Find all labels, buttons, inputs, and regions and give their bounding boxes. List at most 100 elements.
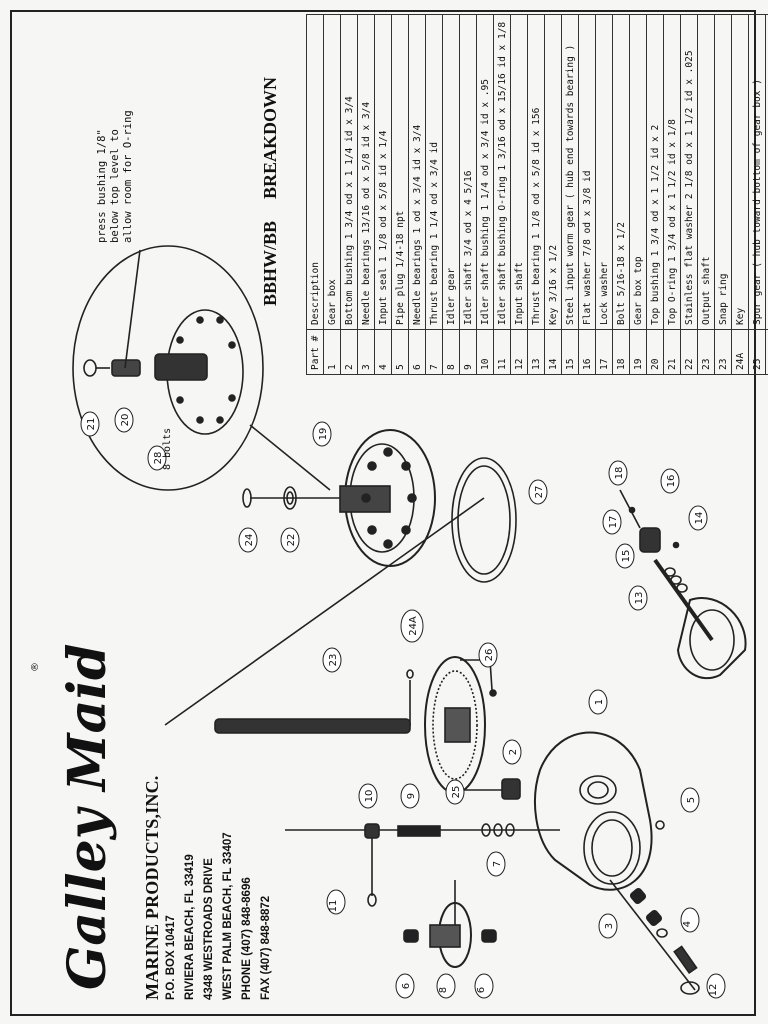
part-number-cell: 14 [544,329,562,375]
description-cell: Lock washer [595,14,613,330]
title-heading: BREAKDOWN [260,76,280,199]
callout-17: 17 [602,509,622,535]
svg-text:23: 23 [328,654,339,667]
assembly-note: press bushing 1/8" below top level to al… [96,110,134,243]
part-number-cell: 23 [714,329,732,375]
description-cell: Top O-ring 1 3/4 od x 1 1/2 id x 1/8 [663,14,681,330]
svg-text:26: 26 [484,649,495,662]
description-cell: Idler shaft bushing O-ring 1 3/16 od x 1… [493,14,511,330]
callout-8: 8 [436,973,456,999]
description-cell: Flat washer 7/8 od x 3/8 id [578,14,596,330]
part-number-cell: 22 [680,329,698,375]
callout-24A: 24A [400,609,424,643]
callout-19: 19 [312,421,332,447]
address-line: P.O. BOX 10417 [165,915,177,1000]
callout-4: 4 [680,907,700,933]
svg-text:9: 9 [406,793,417,799]
svg-text:28: 28 [153,452,164,465]
callout-26: 26 [478,642,498,668]
svg-text:7: 7 [492,861,503,867]
callout-6-left: 6 [395,973,415,999]
callout-27: 27 [528,479,548,505]
svg-text:17: 17 [608,516,619,529]
part-number-cell: 9 [459,329,477,375]
description-cell: Thrust bearing 1 1/8 od x 5/8 id x 156 [527,14,545,330]
part-number-cell: 7 [425,329,443,375]
svg-text:24A: 24A [408,616,419,636]
callout-22: 22 [280,527,300,553]
description-cell: Needle bearings 13/16 od x 5/8 id x 3/4 [357,14,375,330]
svg-text:11: 11 [328,900,339,913]
address-line: WEST PALM BEACH, FL 33407 [222,832,234,1000]
callout-18: 18 [608,460,628,486]
page-border [10,10,756,1016]
svg-text:1: 1 [594,699,605,705]
description-cell: Bolt 5/16-18 x 1/2 [612,14,630,330]
part-number-cell: 20 [646,329,664,375]
svg-text:22: 22 [286,534,297,547]
part-number-cell: 2 [340,329,358,375]
part-number-cell: 13 [527,329,545,375]
part-number-cell: 15 [561,329,579,375]
svg-text:13: 13 [634,592,645,605]
svg-text:21: 21 [86,418,97,431]
part-number-cell: 8 [442,329,460,375]
part-number-cell: 23 [697,329,715,375]
model-code: BBHW/BB [260,220,280,306]
part-number-cell: 3 [357,329,375,375]
part-number-cell: 11 [493,329,511,375]
description-cell: Gear box top [629,14,647,330]
description-cell: Output shaft [697,14,715,330]
description-cell: Pipe plug 1/4-18 npt [391,14,409,330]
description-cell: Gear box [323,14,341,330]
callout-15: 15 [615,543,635,569]
part-number-cell: 17 [595,329,613,375]
address-line: FAX (407) 848-8872 [260,895,272,1000]
address-line: PHONE (407) 848-8696 [241,877,253,1000]
part-number-cell: 6 [408,329,426,375]
svg-text:14: 14 [694,512,705,525]
part-number-cell: 5 [391,329,409,375]
part-number-cell: 10 [476,329,494,375]
svg-text:5: 5 [686,797,697,803]
part-number-cell: 18 [612,329,630,375]
table-header-row: Part # Description [306,14,324,375]
description-cell: Idler gear [442,14,460,330]
svg-text:8: 8 [438,987,449,993]
svg-text:18: 18 [614,467,625,480]
description-cell: Bottom bushing 1 3/4 od x 1 1/4 id x 3/4 [340,14,358,330]
bolts-label: 8 bolts [162,428,173,470]
callout-12: 12 [706,973,726,999]
description-cell: Key 3/16 x 1/2 [544,14,562,330]
galley-maid-logo: Galley Maid ® [30,644,118,990]
svg-text:4: 4 [682,921,693,927]
svg-text:2: 2 [508,749,519,755]
callout-5: 5 [680,787,700,813]
svg-text:3: 3 [604,923,615,929]
description-cell: Input shaft [510,14,528,330]
callout-14: 14 [688,505,708,531]
svg-text:12: 12 [708,984,719,997]
part-number-cell: 4 [374,329,392,375]
address-block: P.O. BOX 10417 RIVIERA BEACH, FL 33419 4… [162,832,276,1000]
callout-3: 3 [598,913,618,939]
part-number-cell: 25 [748,329,766,375]
description-cell: Idler shaft bushing 1 1/4 od x 3/4 id x … [476,14,494,330]
callout-11: 11 [326,889,346,915]
